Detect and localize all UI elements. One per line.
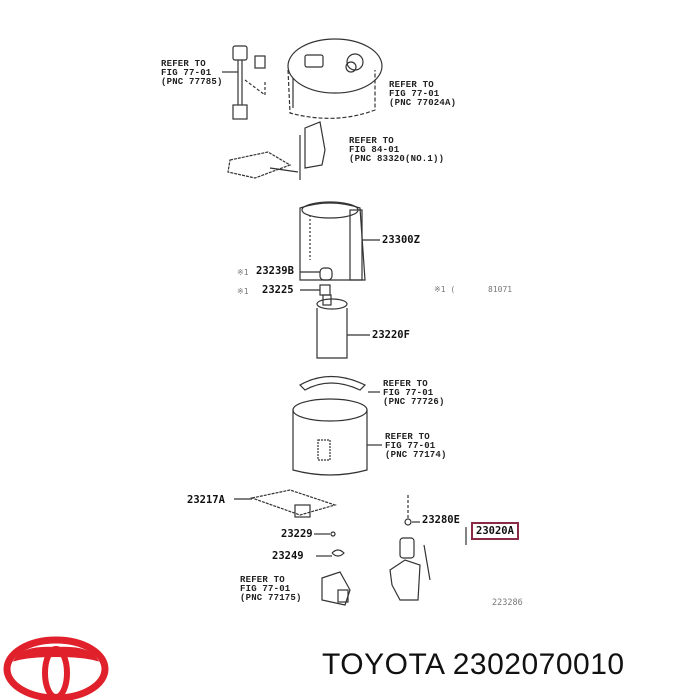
- pump-housing-drawing: [299, 201, 380, 281]
- refer-line: FIG 77-01: [383, 388, 434, 398]
- refer-line: FIG 77-01: [385, 441, 436, 451]
- sender-gauge-drawing: [222, 45, 266, 120]
- part-number-23229: 23229: [281, 528, 313, 540]
- refer-line: REFER TO: [240, 575, 285, 585]
- refer-line: FIG 77-01: [161, 68, 212, 78]
- refer-line: REFER TO: [385, 432, 430, 442]
- refer-line: (PNC 77175): [240, 593, 302, 603]
- refer-line: (PNC 77726): [383, 397, 445, 407]
- footnote-marker: ※1 (: [434, 285, 456, 294]
- refer-line: (PNC 83320(NO.1)): [349, 154, 445, 164]
- refer-line: FIG 77-01: [389, 89, 440, 99]
- part-number-23220f: 23220F: [372, 329, 410, 341]
- refer-line: REFER TO: [161, 59, 206, 69]
- refer-line: REFER TO: [349, 136, 394, 146]
- fuel-pump-drawing: [316, 294, 370, 359]
- part-number-23239b: 23239B: [256, 265, 294, 277]
- part-number-23280e: 23280E: [422, 514, 460, 526]
- part-number-23249: 23249: [272, 550, 304, 562]
- lower-bracket-drawing: [321, 571, 351, 606]
- flange-cover-drawing: [287, 38, 383, 119]
- refer-line: REFER TO: [383, 379, 428, 389]
- pressure-regulator-drawing: [389, 495, 467, 601]
- fuel-sensor-drawing: [227, 121, 326, 180]
- refer-line: (PNC 77174): [385, 450, 447, 460]
- refer-line: (PNC 77785): [161, 77, 223, 87]
- highlighted-part-23020a[interactable]: 23020A: [471, 522, 519, 540]
- refer-line: REFER TO: [389, 80, 434, 90]
- filter-parts-drawing: [300, 267, 333, 296]
- suction-filter-drawing: [234, 489, 338, 518]
- retainer-drawing: [299, 376, 380, 393]
- figure-code: 223286: [492, 598, 523, 608]
- note-marker-23239b: ※1: [237, 268, 249, 277]
- footnote-code: 81071: [488, 285, 513, 294]
- note-marker-23225: ※1: [237, 287, 249, 296]
- toyota-logo-icon: [3, 636, 109, 700]
- lower-cup-drawing: [292, 398, 382, 476]
- refer-line: (PNC 77024A): [389, 98, 457, 108]
- part-number-23217a: 23217A: [187, 494, 225, 506]
- part-number-23300z: 23300Z: [382, 234, 420, 246]
- refer-line: FIG 77-01: [240, 584, 291, 594]
- refer-line: FIG 84-01: [349, 145, 400, 155]
- part-number-23225: 23225: [262, 284, 294, 296]
- exploded-parts-drawing: [222, 38, 467, 606]
- brand-part-number: TOYOTA 2302070010: [322, 648, 625, 681]
